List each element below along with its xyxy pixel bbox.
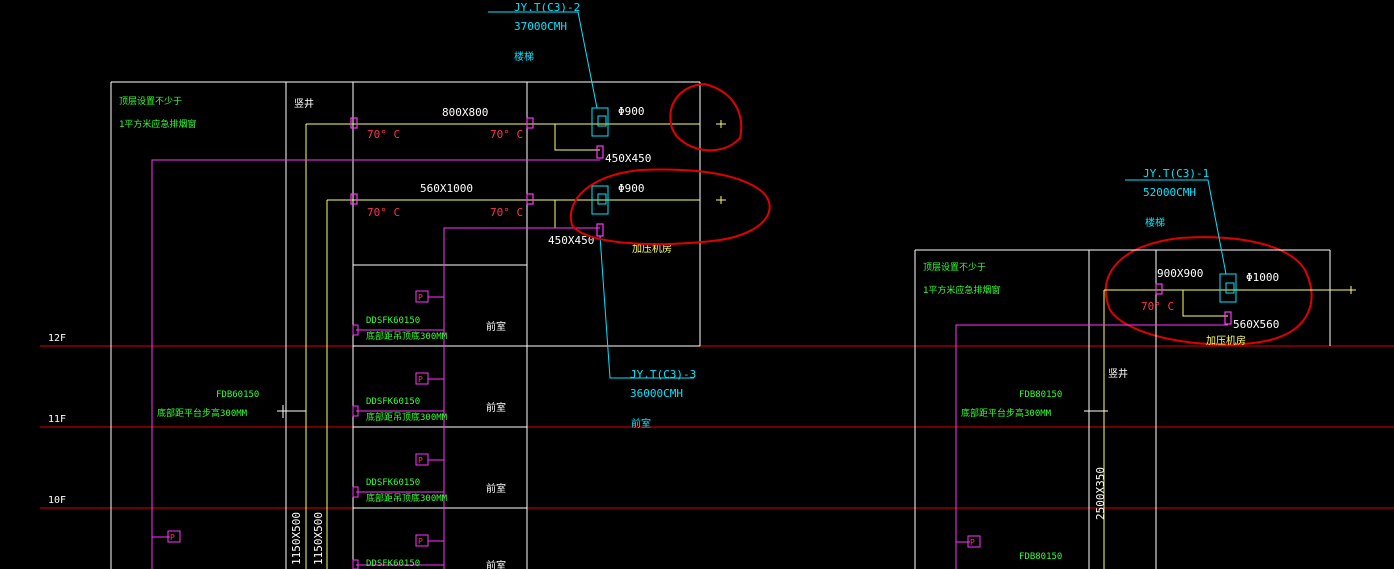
right-fan-dia: Φ1000 <box>1246 271 1279 284</box>
damper-code-4: DDSFK60150 <box>366 559 420 569</box>
damper-code-3: DDSFK60150 <box>366 478 420 488</box>
left-fan-units <box>591 107 609 215</box>
right-stair-label: 楼梯 <box>1145 216 1165 229</box>
left-ducts <box>305 107 700 569</box>
left-fan-room-label: 加压机房 <box>632 242 672 255</box>
right-fdb-code-2: FDB80150 <box>1019 552 1062 562</box>
left-wall-dampers <box>352 324 359 569</box>
markup-circle-3 <box>1104 236 1313 346</box>
left-shaft-label: 竖井 <box>294 97 314 110</box>
right-vertical-dim: 2500X350 <box>1094 467 1107 520</box>
left-stair-note: 前室 <box>631 417 651 430</box>
left-duct-end-markers <box>716 120 726 204</box>
right-p-tag: P <box>970 538 975 547</box>
right-fdb-note-1: 底部距平台步高300MM <box>961 407 1052 419</box>
p-tag-1: P <box>418 293 423 302</box>
right-pressure-pipes <box>955 324 1228 569</box>
floor-lines <box>40 345 1394 509</box>
fan-unit-1[interactable] <box>591 107 609 137</box>
p-tag-3: P <box>418 456 423 465</box>
right-ducts <box>1103 289 1355 569</box>
branch-size-2: 450X450 <box>548 234 594 247</box>
left-pressure-pipes <box>151 159 600 569</box>
right-fan-id: JY.T(C3)-1 <box>1143 167 1209 180</box>
right-duct-temp: 70° C <box>1141 300 1174 313</box>
right-fan-unit[interactable] <box>1219 273 1237 303</box>
branch-size-1: 450X450 <box>605 152 651 165</box>
right-fan-flow: 52000CMH <box>1143 186 1196 199</box>
right-branch-size: 560X560 <box>1233 318 1279 331</box>
left-top-note-line2: 1平方米应急排烟窗 <box>119 118 196 130</box>
fan-id-2: JY.T(C3)-3 <box>630 368 696 381</box>
vertical-dim-1: 1150X500 <box>290 512 303 565</box>
fan-unit-2[interactable] <box>591 185 609 215</box>
p-tag-2: P <box>418 375 423 384</box>
right-top-note-line1: 顶层设置不少于 <box>923 262 986 273</box>
damper-note-3: 底部距吊顶底300MM <box>366 492 448 504</box>
left-frame <box>110 81 701 569</box>
damper-note-2: 底部距吊顶底300MM <box>366 411 448 423</box>
floor-label-11f: 11F <box>48 414 66 425</box>
right-top-note-line2: 1平方米应急排烟窗 <box>923 284 1000 296</box>
left-top-note-line1: 顶层设置不少于 <box>119 96 182 107</box>
fan-flow-1: 37000CMH <box>514 20 567 33</box>
fan-dia-2: Φ900 <box>618 182 645 195</box>
markup-circle-2 <box>569 168 771 246</box>
vertical-dim-2: 1150X500 <box>312 512 325 565</box>
duct-temp-left-1: 70° C <box>367 128 400 141</box>
left-p-tags <box>167 290 429 547</box>
right-shaft-label: 竖井 <box>1108 367 1128 380</box>
p-tag-5: P <box>170 533 175 542</box>
left-stair-label: 楼梯 <box>514 50 534 63</box>
duct-size-2: 560X1000 <box>420 182 473 195</box>
p-tag-4: P <box>418 537 423 546</box>
damper-note-1: 底部距吊顶底300MM <box>366 330 448 342</box>
right-fdb-code-1: FDB80150 <box>1019 390 1062 400</box>
duct-temp-right-1: 70° C <box>490 128 523 141</box>
room-label-1: 前室 <box>486 320 506 333</box>
left-fdb-code: FDB60150 <box>216 390 259 400</box>
room-label-4: 前室 <box>486 559 506 569</box>
right-fan-room-label: 加压机房 <box>1206 334 1246 347</box>
left-fdb-note: 底部距平台步高300MM <box>157 407 248 419</box>
right-fan-leader <box>1125 179 1227 275</box>
damper-code-1: DDSFK60150 <box>366 316 420 326</box>
duct-temp-left-2: 70° C <box>367 206 400 219</box>
markup-circles <box>569 83 1313 346</box>
room-label-2: 前室 <box>486 401 506 414</box>
left-fan-leaders <box>488 11 694 379</box>
damper-code-2: DDSFK60150 <box>366 397 420 407</box>
duct-temp-right-2: 70° C <box>490 206 523 219</box>
fan-dia-1: Φ900 <box>618 105 645 118</box>
fan-id-1: JY.T(C3)-2 <box>514 1 580 14</box>
room-label-3: 前室 <box>486 482 506 495</box>
fan-flow-2: 36000CMH <box>630 387 683 400</box>
duct-size-1: 800X800 <box>442 106 488 119</box>
floor-label-10f: 10F <box>48 495 66 506</box>
floor-label-12f: 12F <box>48 333 66 344</box>
right-duct-size: 900X900 <box>1157 267 1203 280</box>
markup-circle-1 <box>669 83 743 152</box>
